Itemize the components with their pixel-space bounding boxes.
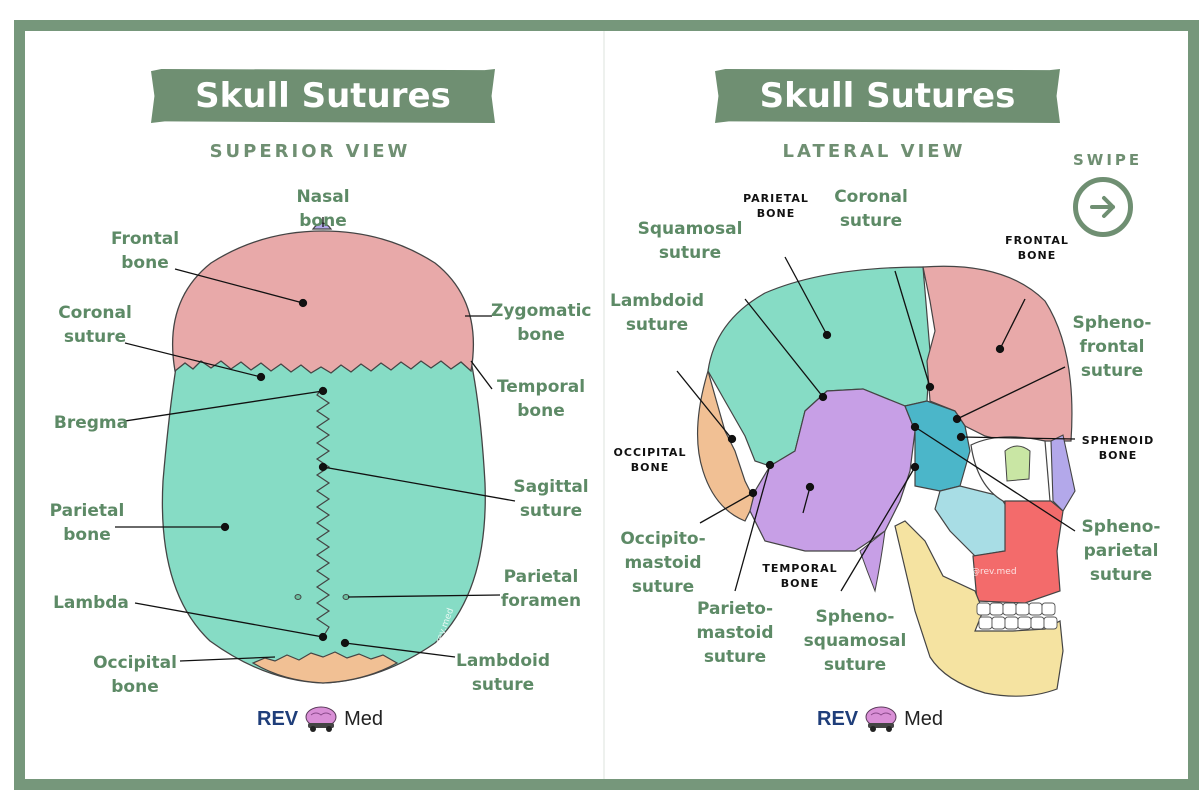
panel-divider (603, 31, 605, 779)
temporal-bone (749, 388, 916, 552)
label-parietal-foramen: Parietal foramen (500, 567, 582, 611)
label-coronal-suture: Coronal suture (58, 303, 132, 347)
label-temporal-bone: Temporal bone (496, 377, 586, 421)
label-bregma: Bregma (53, 413, 129, 433)
watermark: @rev.med (971, 567, 1017, 577)
logo-med-text: Med (344, 707, 384, 730)
label-lambdoid-suture: Lambdoid suture (455, 651, 551, 695)
nasal-bone (1050, 434, 1076, 512)
sphenoid-bone (904, 400, 971, 492)
occipital-bone (251, 651, 399, 684)
label-parietal-bone: Parietal bone (49, 501, 125, 545)
label-nasal-bone: Nasal bone (296, 187, 350, 231)
logo-rev-text: REV (257, 707, 299, 730)
sagittal-suture (315, 386, 331, 638)
lateral-view-panel: Skull Sutures LATERAL VIEW SWIPE (605, 31, 1183, 779)
swipe-label: SWIPE (1073, 151, 1143, 169)
arrow-right-circle-icon (1090, 196, 1115, 218)
frontal-bone (922, 265, 1073, 442)
label-spheno-squamosal-suture: Spheno- squamosal suture (803, 607, 907, 675)
superior-subtitle: SUPERIOR VIEW (209, 141, 411, 162)
lateral-title-banner: Skull Sutures (715, 69, 1060, 123)
logo-rev-text: REV (817, 707, 859, 730)
superior-title-banner: Skull Sutures (151, 69, 495, 123)
maxilla-bone (972, 500, 1064, 604)
label-spheno-parietal-suture: Spheno- parietal suture (1081, 517, 1161, 585)
parietal-foramen-left (294, 594, 302, 600)
label-sphenoid-bone: SPHENOID BONE (1081, 434, 1155, 462)
swipe-button[interactable] (1073, 177, 1133, 237)
label-sagittal-suture: Sagittal suture (513, 477, 589, 521)
label-frontal-bone: Frontal bone (110, 229, 180, 273)
label-spheno-frontal-suture: Spheno- frontal suture (1072, 313, 1152, 381)
lacrimal-bone (1004, 445, 1031, 482)
label-parieto-mastoid-suture: Parieto- mastoid suture (696, 599, 774, 667)
label-lambda: Lambda (53, 593, 129, 613)
superior-skull-illustration (115, 217, 516, 684)
brain-car-icon (865, 706, 897, 732)
label-parietal-bone: PARIETAL BONE (743, 192, 809, 220)
label-lambdoid-suture: Lambdoid suture (609, 291, 705, 335)
revmed-logo: REV Med (257, 705, 383, 733)
teeth (976, 602, 1058, 630)
lateral-subtitle: LATERAL VIEW (782, 141, 966, 162)
label-coronal-suture: Coronal suture (834, 187, 908, 231)
label-zygomatic-bone: Zygomatic bone (491, 301, 592, 345)
revmed-logo: REV Med (817, 705, 943, 733)
label-squamosal-suture: Squamosal suture (637, 219, 743, 263)
logo-med-text: Med (904, 707, 944, 730)
label-occipito-mastoid-suture: Occipito- mastoid suture (620, 529, 706, 597)
label-occipital-bone: OCCIPITAL BONE (613, 446, 687, 474)
frontal-bone (172, 230, 474, 374)
superior-view-panel: Skull Sutures SUPERIOR VIEW (25, 31, 603, 779)
label-temporal-bone: TEMPORAL BONE (762, 562, 838, 590)
mastoid-process (859, 529, 886, 593)
brain-car-icon (305, 706, 337, 732)
label-occipital-bone: Occipital bone (93, 653, 177, 697)
label-frontal-bone: FRONTAL BONE (1005, 234, 1069, 262)
lateral-skull-illustration (676, 256, 1076, 697)
